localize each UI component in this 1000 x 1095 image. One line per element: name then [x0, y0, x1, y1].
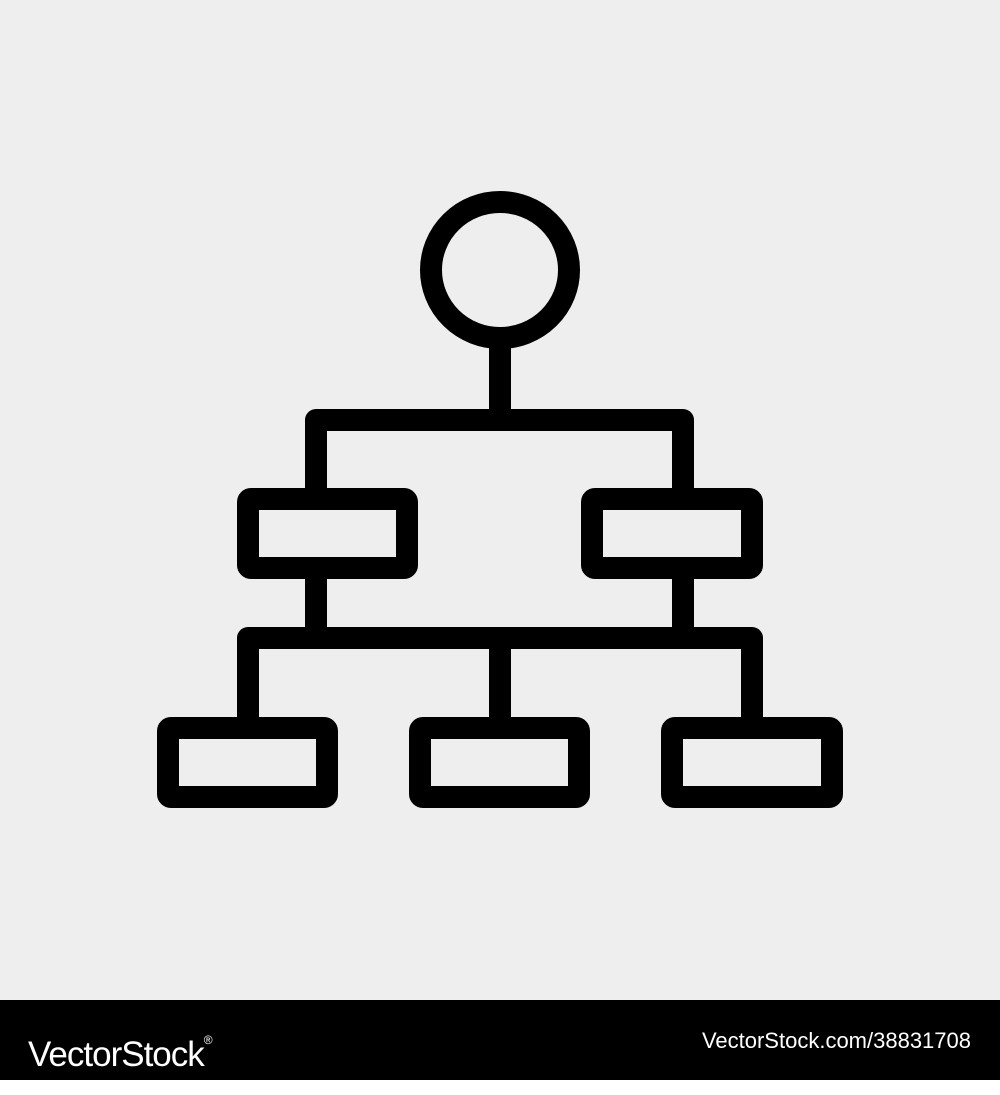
bottom-right-box: [661, 717, 843, 808]
top-circle-node: [420, 191, 580, 349]
upper-bracket-connector: [305, 409, 694, 510]
vectorstock-logo: VectorStock®: [28, 1000, 213, 1080]
bottom-center-box: [409, 717, 590, 808]
image-id-label: VectorStock.com/38831708: [701, 1028, 971, 1053]
middle-left-box: [237, 488, 418, 579]
registered-mark: ®: [203, 1033, 213, 1047]
hierarchy-structure-icon: [157, 191, 843, 808]
brand-name: VectorStock: [28, 1035, 205, 1074]
icon-canvas: [0, 0, 1000, 1000]
middle-right-box: [581, 488, 763, 579]
bottom-left-box: [157, 717, 338, 808]
watermark-footer: VectorStock® VectorStock.com/38831708: [0, 1000, 1000, 1080]
